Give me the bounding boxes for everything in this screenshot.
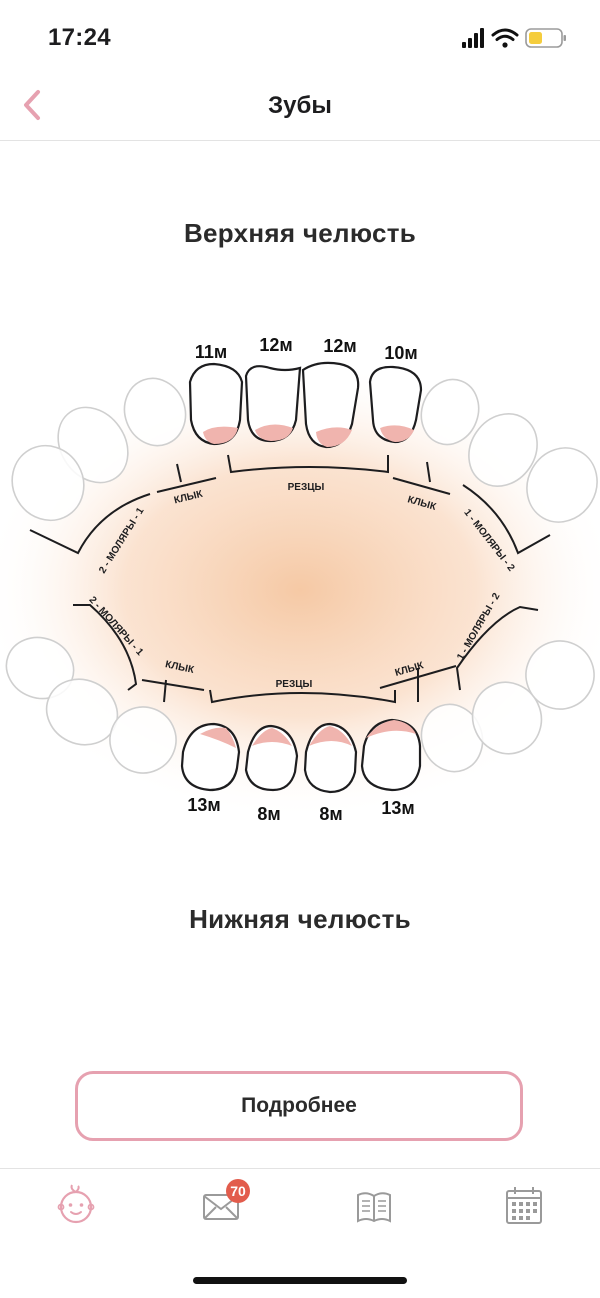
battery-icon [525, 28, 566, 48]
baby-face-icon [57, 1184, 95, 1224]
lower-faded-teeth [5, 636, 595, 774]
faded-tooth [471, 681, 543, 755]
faded-tooth [11, 444, 85, 522]
teeth-diagram: 11м 12м 12м 10м 13м 8м 8м 13м РЕЗЦЫ КЛЫК… [0, 335, 600, 824]
lower-tooth-1 [180, 722, 241, 792]
tab-baby[interactable] [54, 1183, 98, 1227]
lower-tooth-age-2: 8м [257, 804, 280, 824]
tab-bar: 70 [0, 1168, 600, 1298]
lower-tooth-age-3: 8м [319, 804, 342, 824]
lower-tooth-age-1: 13м [187, 795, 220, 815]
faded-tooth [525, 640, 595, 710]
upper-incisors-label: РЕЗЦЫ [288, 482, 325, 493]
page-title: Зубы [268, 92, 332, 119]
lower-brackets [73, 604, 539, 704]
chevron-left-icon [24, 90, 40, 120]
signal-icon [462, 28, 484, 48]
faded-tooth [468, 413, 538, 487]
lower-tooth-age-4: 13м [381, 798, 414, 818]
tab-calendar[interactable] [502, 1183, 546, 1227]
upper-tooth-4 [368, 365, 423, 444]
upper-faded-teeth [11, 377, 598, 523]
upper-tooth-3 [301, 361, 360, 449]
faded-tooth [420, 378, 480, 446]
upper-incisor-teeth [188, 361, 423, 449]
faded-tooth [526, 447, 598, 523]
status-bar: 17:24 [0, 0, 600, 72]
nav-bar: Зубы [0, 72, 600, 141]
messages-badge: 70 [226, 1179, 250, 1203]
lower-tooth-3 [303, 722, 358, 794]
upper-tooth-age-2: 12м [259, 335, 292, 355]
home-indicator[interactable] [193, 1277, 407, 1284]
back-button[interactable] [14, 84, 58, 128]
status-icons [462, 26, 572, 52]
calendar-icon [506, 1187, 542, 1224]
upper-tooth-age-3: 12м [323, 336, 356, 356]
book-icon [357, 1192, 391, 1223]
lower-tooth-2 [244, 724, 299, 792]
faded-tooth [123, 377, 187, 447]
upper-jaw-title: Верхняя челюсть [183, 218, 417, 248]
wifi-icon [491, 28, 519, 48]
more-details-button[interactable]: Подробнее [75, 1071, 523, 1141]
upper-tooth-2 [244, 365, 302, 443]
upper-tooth-age-1: 11м [195, 342, 227, 362]
lower-jaw-title: Нижняя челюсть [189, 904, 411, 934]
upper-tooth-1 [188, 362, 244, 446]
faded-tooth [109, 706, 177, 774]
status-time: 17:24 [48, 24, 111, 51]
lower-incisors-label: РЕЗЦЫ [276, 679, 313, 690]
tab-library[interactable] [352, 1183, 396, 1227]
lower-tooth-4 [360, 718, 422, 792]
lower-incisor-teeth [180, 718, 422, 794]
upper-brackets [29, 454, 551, 555]
upper-tooth-age-4: 10м [384, 343, 417, 363]
